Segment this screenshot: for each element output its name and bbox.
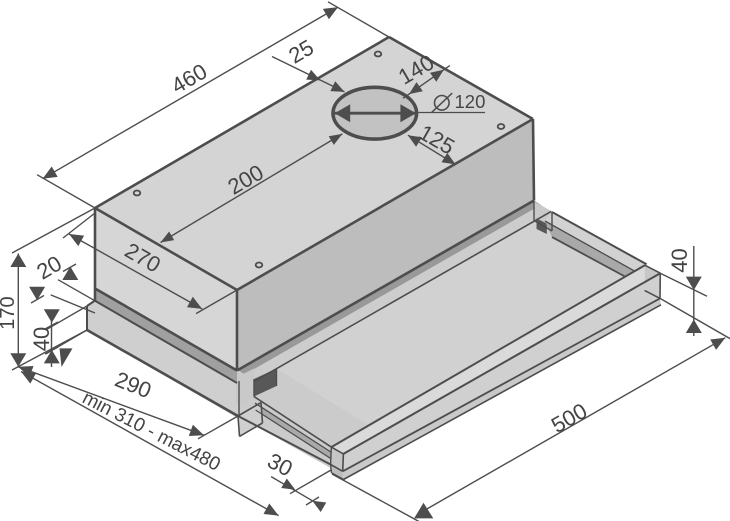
svg-text:170: 170 [0, 296, 19, 329]
svg-text:40: 40 [667, 248, 692, 272]
svg-text:40: 40 [29, 327, 54, 351]
svg-text:120: 120 [455, 91, 486, 112]
